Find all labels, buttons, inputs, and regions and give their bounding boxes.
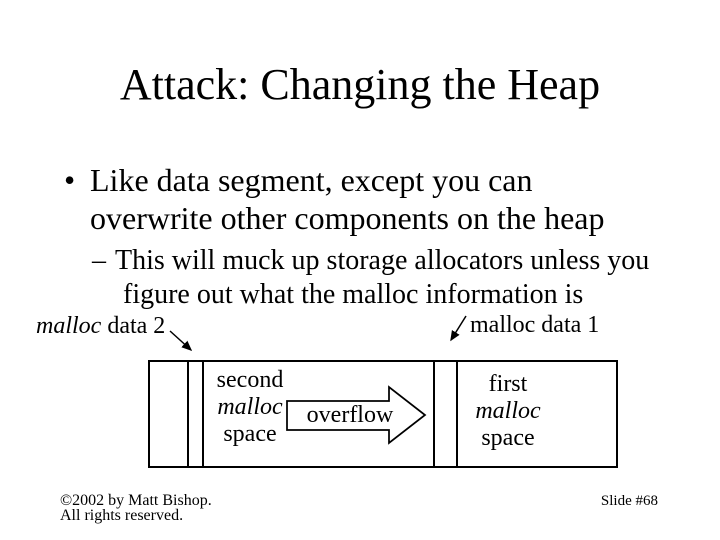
label-malloc-data-1: malloc data 1 (470, 312, 600, 338)
footer-copyright-line1: ©2002 by Matt Bishop. (60, 492, 212, 509)
overflow-block-arrow-icon (286, 385, 427, 445)
second-malloc-space-line3: space (223, 421, 277, 447)
second-malloc-space-label: second malloc space (205, 367, 295, 448)
sub-bullet-text-line1: This will muck up storage allocators unl… (115, 245, 650, 276)
heap-divider-1 (187, 362, 189, 466)
footer-copyright-line2: All rights reserved. (60, 507, 184, 524)
first-malloc-space-line3: space (481, 425, 535, 451)
heap-divider-2 (202, 362, 204, 466)
footer-copyright: ©2002 by Matt Bishop. All rights reserve… (60, 492, 212, 524)
bullet-text-line1: Like data segment, except you can (90, 162, 533, 198)
bullet-text-line2: overwrite other components on the heap (90, 200, 605, 236)
second-malloc-space-line2: malloc (217, 394, 283, 420)
slide-number: Slide #68 (600, 493, 658, 509)
diagram-arrows (169, 315, 467, 445)
label-malloc-data-2-rest: data 2 (101, 313, 166, 339)
malloc-data-2-pointer-icon (169, 330, 193, 352)
heap-divider-3 (433, 362, 435, 466)
first-malloc-space-line2: malloc (475, 398, 541, 424)
sub-bullet-text-line2: figure out what the malloc information i… (123, 279, 584, 310)
first-malloc-space-label: first malloc space (458, 371, 558, 452)
overflow-label: overflow (306, 402, 394, 428)
malloc-data-1-pointer-icon (450, 315, 467, 342)
heap-divider-4 (456, 362, 458, 466)
label-malloc-data-2: malloc data 2 (36, 314, 165, 338)
second-malloc-space-line1: second (216, 367, 284, 393)
bullet-marker: • (64, 162, 76, 198)
sub-bullet-dash: – (92, 245, 106, 276)
slide-title: Attack: Changing the Heap (119, 60, 601, 109)
first-malloc-space-line1: first (488, 371, 528, 397)
label-malloc-data-2-italic: malloc (36, 313, 102, 339)
